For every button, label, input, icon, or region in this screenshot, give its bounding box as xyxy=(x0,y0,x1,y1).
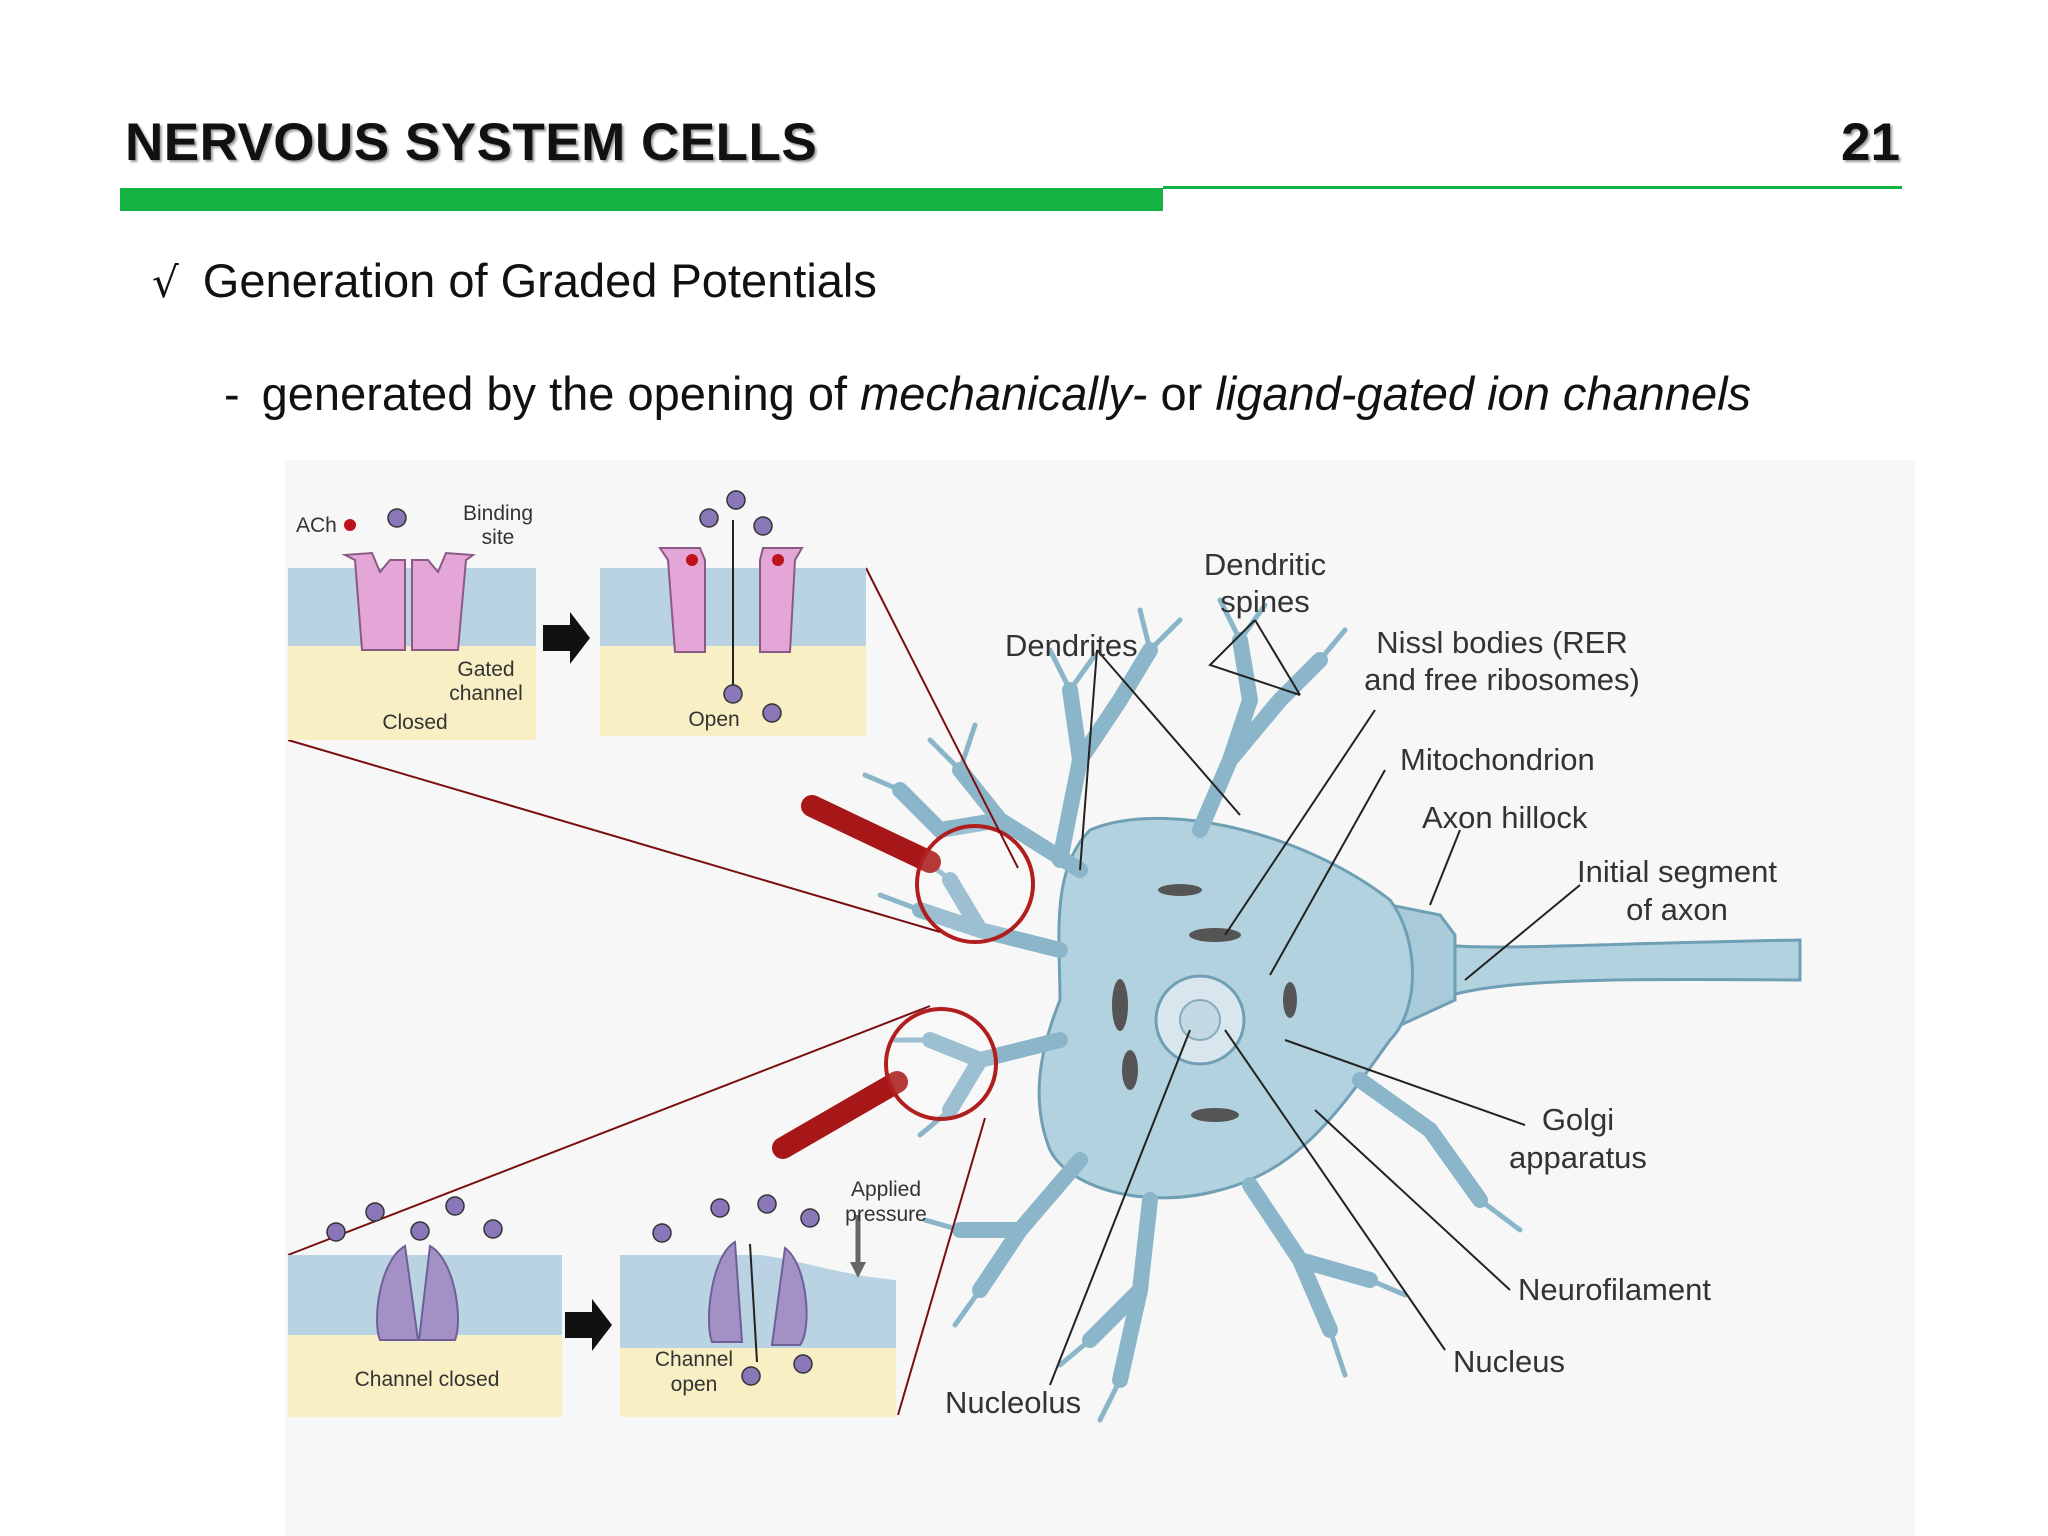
label-golgi-2: apparatus xyxy=(1509,1140,1647,1175)
label-nissl-2: and free ribosomes) xyxy=(1364,662,1640,697)
bullet-text: Generation of Graded Potentials xyxy=(202,254,877,307)
label-open: Open xyxy=(688,708,739,731)
label-nissl-1: Nissl bodies (RER xyxy=(1376,625,1628,660)
magnifier-lower xyxy=(772,1007,998,1159)
label-channel-open-2: open xyxy=(671,1373,718,1396)
arrow-right-icon xyxy=(543,612,590,664)
label-gated-2: channel xyxy=(449,682,523,705)
dendrite-branch xyxy=(1292,1252,1378,1288)
label-applied: Applied xyxy=(851,1178,921,1201)
sub-text-2: or xyxy=(1147,367,1216,420)
label-mitochondrion: Mitochondrion xyxy=(1400,742,1595,777)
sub-italic-2: ligand-gated ion channels xyxy=(1215,367,1752,420)
label-initial-1: Initial segment xyxy=(1577,854,1777,889)
arrow-right-icon xyxy=(565,1299,612,1351)
label-ach: ACh xyxy=(296,514,337,537)
label-neurofilament: Neurofilament xyxy=(1518,1272,1711,1307)
mech-closed-panel: Channel closed xyxy=(288,1196,562,1417)
dendrite-branch xyxy=(892,782,1008,839)
dash-mark: - xyxy=(224,367,240,420)
sub-text-1: generated by the opening of xyxy=(261,367,861,420)
slide-title: NERVOUS SYSTEM CELLS xyxy=(125,113,818,172)
label-dendrites: Dendrites xyxy=(1005,628,1138,663)
label-closed: Closed xyxy=(382,711,447,734)
mech-open-panel: Applied pressure Channel open xyxy=(620,1178,927,1417)
axon xyxy=(1387,932,1802,1013)
dendrite-branch xyxy=(1222,652,1328,768)
label-binding-2: site xyxy=(482,526,515,549)
title-underline-thick xyxy=(120,188,1163,211)
dendrites xyxy=(892,632,1488,1388)
leader-lines xyxy=(1049,619,1581,1386)
page-number: 21 xyxy=(1841,113,1900,172)
label-pressure: pressure xyxy=(845,1203,927,1226)
label-axon-hillock: Axon hillock xyxy=(1422,800,1588,835)
label-initial-2: of axon xyxy=(1626,892,1728,927)
dendrite-branch xyxy=(942,1052,988,1118)
title-underline-thin xyxy=(1163,186,1902,189)
check-icon: √ xyxy=(152,258,179,307)
sub-italic-1: mechanically- xyxy=(860,367,1148,420)
label-nucleolus: Nucleolus xyxy=(945,1385,1081,1420)
zoom-lines xyxy=(287,567,1019,1416)
neuron-labels: Dendritic spines Dendrites Nissl bodies … xyxy=(945,547,1777,1420)
ligand-closed-panel: ACh Binding site Gated channel Closed xyxy=(288,502,536,740)
dendrite-branch xyxy=(1072,642,1158,768)
nissl-bodies xyxy=(1112,884,1297,1122)
label-golgi-1: Golgi xyxy=(1542,1102,1614,1137)
label-channel-closed: Channel closed xyxy=(355,1368,500,1391)
label-nucleus: Nucleus xyxy=(1453,1344,1565,1379)
dendrite-branch xyxy=(1192,632,1259,838)
label-dendritic-1: Dendritic xyxy=(1204,547,1326,582)
dendrite-branch xyxy=(1352,1072,1488,1208)
ligand-open-panel: Open xyxy=(600,490,866,736)
label-binding-1: Binding xyxy=(463,502,533,525)
label-dendritic-2: spines xyxy=(1220,584,1310,619)
dendrite-branch xyxy=(942,872,988,938)
bullet-item: √ Generation of Graded Potentials xyxy=(152,253,877,308)
nucleolus xyxy=(1179,999,1221,1041)
label-channel-open-1: Channel xyxy=(655,1348,733,1371)
magnifier-upper xyxy=(801,795,1035,944)
label-gated-1: Gated xyxy=(457,658,514,681)
dendrite-branch xyxy=(1082,1282,1148,1348)
sub-bullet: -generated by the opening of mechanicall… xyxy=(224,366,1751,421)
